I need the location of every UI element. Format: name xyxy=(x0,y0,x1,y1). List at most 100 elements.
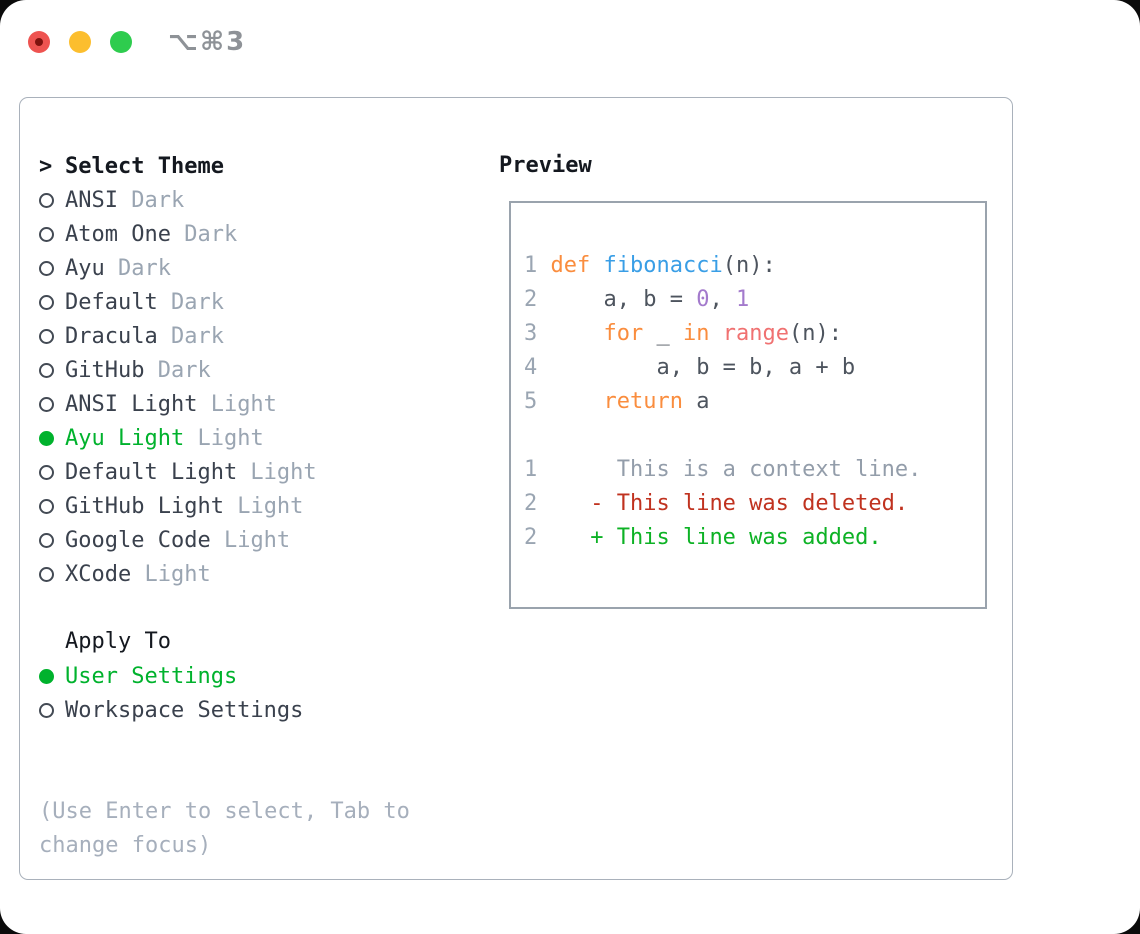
apply-option-workspace-settings[interactable]: Workspace Settings xyxy=(39,693,489,727)
theme-variant: Dark xyxy=(157,323,224,349)
theme-item-google-code[interactable]: Google Code Light xyxy=(39,523,489,557)
spacer xyxy=(39,761,489,795)
theme-variant: Dark xyxy=(117,187,185,213)
radio-slot xyxy=(39,498,65,514)
radio-icon xyxy=(39,464,54,480)
preview-line: 4 a, b = b, a + b xyxy=(524,351,985,385)
theme-item-default[interactable]: Default Dark xyxy=(39,285,489,319)
code-token xyxy=(551,321,604,346)
theme-variant: Light xyxy=(237,459,317,485)
line-number: 2 xyxy=(524,525,538,550)
line-number: 4 xyxy=(524,355,538,380)
theme-item-xcode[interactable]: XCode Light xyxy=(39,557,489,591)
theme-item-github[interactable]: GitHub Dark xyxy=(39,353,489,387)
code-token: a, b = b, a + b xyxy=(550,355,856,380)
theme-variant: Light xyxy=(184,425,264,451)
zoom-button-icon[interactable] xyxy=(110,31,132,53)
code-token: (n): xyxy=(788,321,842,346)
line-number: 2 xyxy=(524,491,538,516)
radio-slot xyxy=(39,566,65,582)
theme-name: ANSI xyxy=(65,187,118,213)
radio-icon xyxy=(39,328,54,344)
radio-slot xyxy=(39,226,65,242)
apply-option-label: Workspace Settings xyxy=(65,697,304,723)
code-token: + This line was added. xyxy=(550,525,882,550)
theme-name: Dracula xyxy=(65,323,158,349)
radio-slot xyxy=(39,464,65,480)
preview-line: 2 a, b = 0, 1 xyxy=(524,283,985,317)
radio-slot xyxy=(39,260,65,276)
radio-slot xyxy=(39,192,65,208)
radio-icon xyxy=(39,362,54,378)
radio-slot xyxy=(39,396,65,412)
apply-option-label: User Settings xyxy=(65,663,238,689)
theme-item-atom-one[interactable]: Atom One Dark xyxy=(39,217,489,251)
radio-selected-icon xyxy=(39,430,54,446)
prompt-slot: > xyxy=(39,154,65,179)
radio-icon xyxy=(39,702,54,718)
theme-variant: Light xyxy=(210,527,291,553)
preview-line xyxy=(524,419,985,453)
code-token xyxy=(709,321,722,346)
theme-variant: Dark xyxy=(104,255,171,281)
radio-selected-icon xyxy=(39,668,54,684)
theme-item-ayu[interactable]: Ayu Dark xyxy=(39,251,489,285)
theme-name: XCode xyxy=(65,561,132,587)
theme-variant: Dark xyxy=(157,289,224,315)
spacer xyxy=(39,591,489,625)
radio-slot xyxy=(39,362,65,378)
radio-slot xyxy=(39,668,65,684)
radio-icon xyxy=(39,498,54,514)
code-token: a, b = xyxy=(550,287,697,312)
code-token: (n): xyxy=(722,253,776,278)
radio-icon xyxy=(39,532,54,548)
radio-icon xyxy=(39,192,54,208)
radio-slot xyxy=(39,532,65,548)
line-number: 5 xyxy=(524,389,538,414)
preview-title: Preview xyxy=(499,153,592,178)
code-token xyxy=(590,253,603,278)
minimize-button-icon[interactable] xyxy=(69,31,91,53)
code-token: fibonacci xyxy=(603,253,723,278)
line-number: 2 xyxy=(524,287,538,312)
theme-item-dracula[interactable]: Dracula Dark xyxy=(39,319,489,353)
theme-name: Ayu Light xyxy=(65,425,185,451)
code-token: This is a context line. xyxy=(550,457,922,482)
code-token: 0 xyxy=(696,287,710,312)
theme-name: Atom One xyxy=(65,221,171,247)
theme-variant: Light xyxy=(131,561,211,587)
code-token: a xyxy=(682,389,710,414)
prompt-caret-icon: > xyxy=(39,153,53,179)
line-number: 1 xyxy=(524,253,538,278)
theme-item-ansi-light[interactable]: ANSI Light Light xyxy=(39,387,489,421)
radio-slot xyxy=(39,294,65,310)
preview-line: 3 for _ in range(n): xyxy=(524,317,985,351)
code-token xyxy=(551,389,604,414)
close-button-icon[interactable] xyxy=(28,31,50,53)
spacer xyxy=(39,727,489,761)
theme-name: Default Light xyxy=(65,459,238,485)
radio-slot xyxy=(39,430,65,446)
theme-name: ANSI Light xyxy=(65,391,198,417)
theme-item-ayu-light[interactable]: Ayu Light Light xyxy=(39,421,489,455)
apply-option-user-settings[interactable]: User Settings xyxy=(39,659,489,693)
window-title: ⌥⌘3 xyxy=(168,27,247,57)
theme-variant: Light xyxy=(223,493,304,519)
radio-icon xyxy=(39,294,54,310)
theme-item-ansi[interactable]: ANSI Dark xyxy=(39,183,489,217)
theme-item-github-light[interactable]: GitHub Light Light xyxy=(39,489,489,523)
code-token: - This line was deleted. xyxy=(550,491,909,516)
theme-variant: Dark xyxy=(144,357,211,383)
radio-slot xyxy=(39,702,65,718)
code-token: def xyxy=(550,253,591,278)
theme-variant: Dark xyxy=(170,221,238,247)
theme-item-default-light[interactable]: Default Light Light xyxy=(39,455,489,489)
line-number: 3 xyxy=(524,321,538,346)
preview-line: 1 This is a context line. xyxy=(524,453,985,487)
preview-line: 1 def fibonacci(n): xyxy=(524,249,985,283)
radio-icon xyxy=(39,566,54,582)
code-token: , xyxy=(709,287,736,312)
